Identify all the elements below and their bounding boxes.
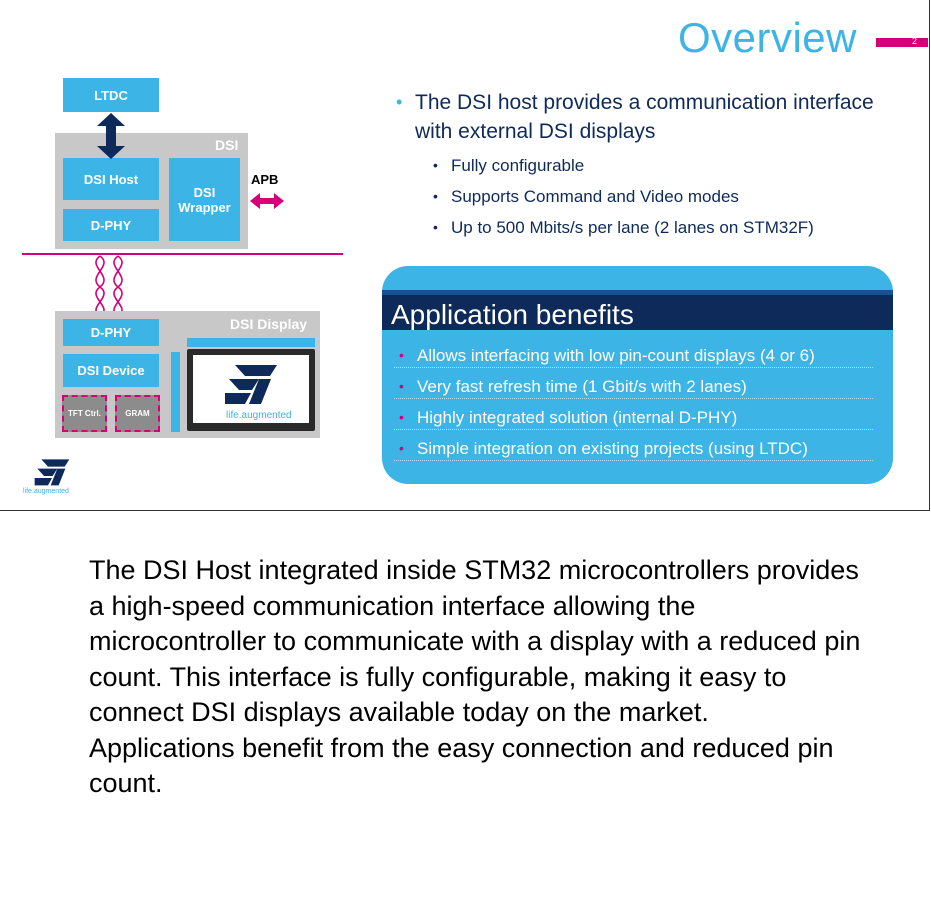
benefit-item: Highly integrated solution (internal D-P… [382, 402, 893, 433]
benefit-item: Allows interfacing with low pin-count di… [382, 340, 893, 371]
main-bullet: The DSI host provides a communication in… [393, 88, 893, 146]
gram-box: GRAM [115, 395, 160, 432]
sub-bullet: Up to 500 Mbits/s per lane (2 lanes on S… [393, 212, 893, 243]
sub-bullet: Supports Command and Video modes [393, 181, 893, 212]
slide: Overview 2 LTDC DSI DSI Host D-PHY DSI W… [0, 0, 930, 511]
dsi-host-box: DSI Host [63, 158, 159, 200]
dphy-top-box: D-PHY [63, 209, 159, 241]
dsi-device-box: DSI Device [63, 354, 159, 387]
st-corner-logo-icon [34, 459, 70, 486]
st-logo-icon [225, 365, 277, 404]
display-screen: life.augmented [187, 349, 315, 431]
display-top-strip [187, 338, 315, 347]
benefit-item: Very fast refresh time (1 Gbit/s with 2 … [382, 371, 893, 402]
display-screen-panel: life.augmented [193, 355, 309, 423]
notes-paragraph: The DSI Host integrated inside STM32 mic… [89, 555, 861, 727]
benefits-title: Application benefits [391, 299, 634, 330]
corner-logo-tagline: life.augmented [23, 488, 69, 495]
screen-tagline: life.augmented [226, 410, 292, 421]
dsi-lanes-icon [95, 255, 123, 317]
overview-bullets: The DSI host provides a communication in… [393, 88, 893, 243]
benefit-item: Simple integration on existing projects … [382, 433, 893, 464]
benefits-list: Allows interfacing with low pin-count di… [382, 340, 893, 464]
ltdc-box: LTDC [63, 78, 159, 112]
tft-ctrl-box: TFT Ctrl. [62, 395, 107, 432]
apb-label: APB [251, 172, 279, 187]
dphy-bottom-box: D-PHY [63, 319, 159, 346]
notes-paragraph: Applications benefit from the easy conne… [89, 732, 834, 799]
diagram-connectors [22, 113, 343, 317]
benefits-panel: Application benefits Allows interfacing … [382, 266, 893, 484]
display-side-strip [171, 352, 180, 432]
title-accent-bar [876, 38, 928, 47]
page-number: 2 [912, 36, 918, 46]
speaker-notes: The DSI Host integrated inside STM32 mic… [89, 553, 869, 802]
dsi-display-label: DSI Display [230, 316, 308, 332]
sub-bullet: Fully configurable [393, 150, 893, 181]
benefits-header: Application benefits [382, 290, 893, 330]
dsi-block-label: DSI [215, 137, 239, 153]
ltdc-dsi-arrow [97, 113, 125, 159]
apb-arrow [250, 193, 284, 209]
slide-title: Overview [677, 14, 857, 61]
dsi-wrapper-box: DSI Wrapper [169, 158, 240, 241]
